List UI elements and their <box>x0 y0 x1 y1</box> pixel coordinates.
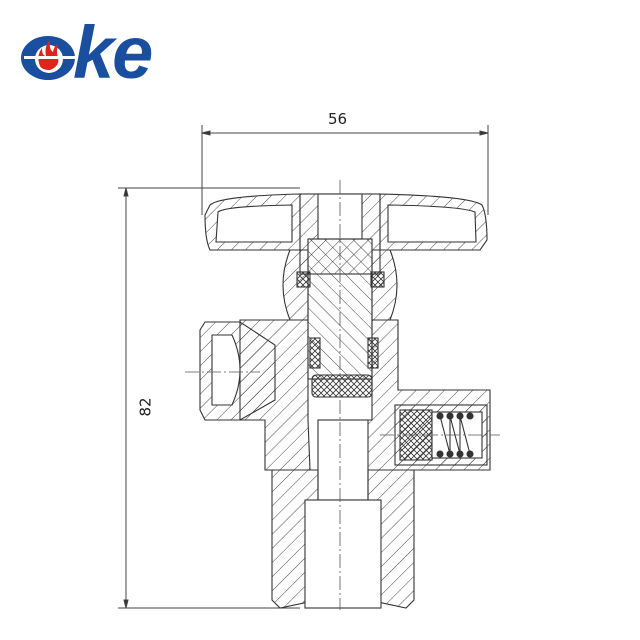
valve-body <box>199 193 491 609</box>
dimension-lines <box>118 125 489 609</box>
width-dimension-label: 56 <box>328 110 348 128</box>
brand-wordmark: ke <box>73 11 153 94</box>
height-dimension-label: 82 <box>136 397 155 417</box>
center-lines <box>185 180 500 610</box>
brand-logo: ke <box>18 16 198 90</box>
flame-o-icon <box>21 36 82 80</box>
